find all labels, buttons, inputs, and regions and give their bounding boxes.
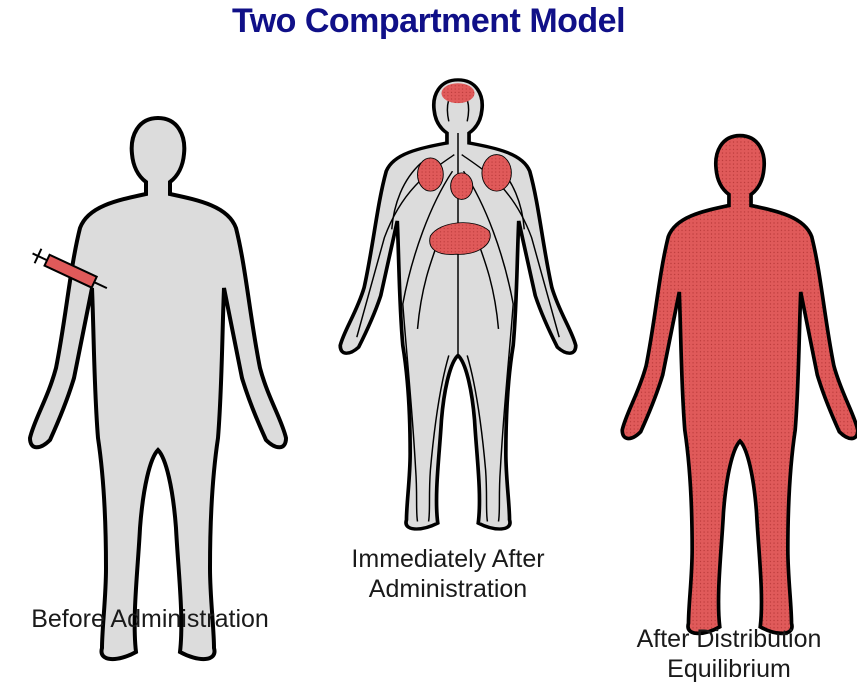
label-before-administration: Before Administration [0, 604, 300, 634]
label-after-equilibrium-line2: Equilibrium [604, 654, 854, 684]
figure-after-equilibrium [622, 136, 857, 634]
figure-before-administration [30, 118, 286, 659]
label-immediately-after: Immediately After Administration [308, 544, 588, 604]
figure-immediately-after [340, 80, 576, 529]
label-after-equilibrium-line1: After Distribution [604, 624, 854, 654]
label-immediately-after-line1: Immediately After [308, 544, 588, 574]
vessel-network [357, 88, 559, 521]
label-after-equilibrium: After Distribution Equilibrium [604, 624, 854, 684]
label-immediately-after-line2: Administration [308, 574, 588, 604]
